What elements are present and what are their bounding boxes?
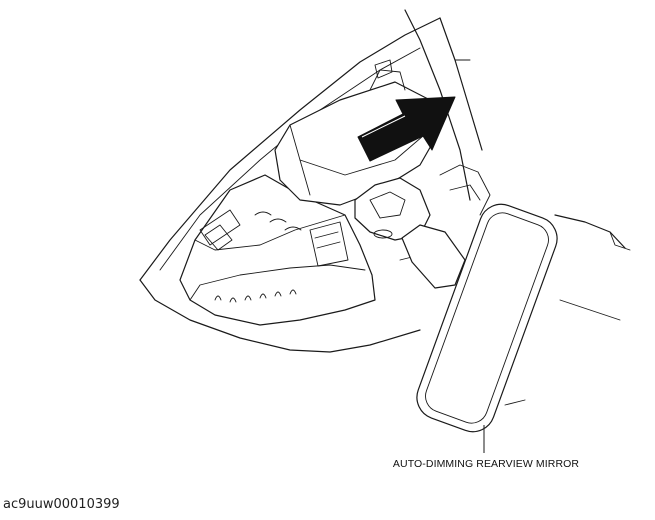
callout-label: AUTO-DIMMING REARVIEW MIRROR — [393, 458, 579, 470]
overhead-console — [179, 174, 376, 326]
figure-id: ac9uuw00010399 — [3, 497, 120, 512]
rearview-mirror — [416, 203, 558, 433]
pillar-trim — [504, 214, 631, 406]
removal-direction-arrow-icon — [357, 96, 456, 162]
sensor-cover — [274, 69, 441, 206]
mirror-stem — [401, 224, 466, 289]
